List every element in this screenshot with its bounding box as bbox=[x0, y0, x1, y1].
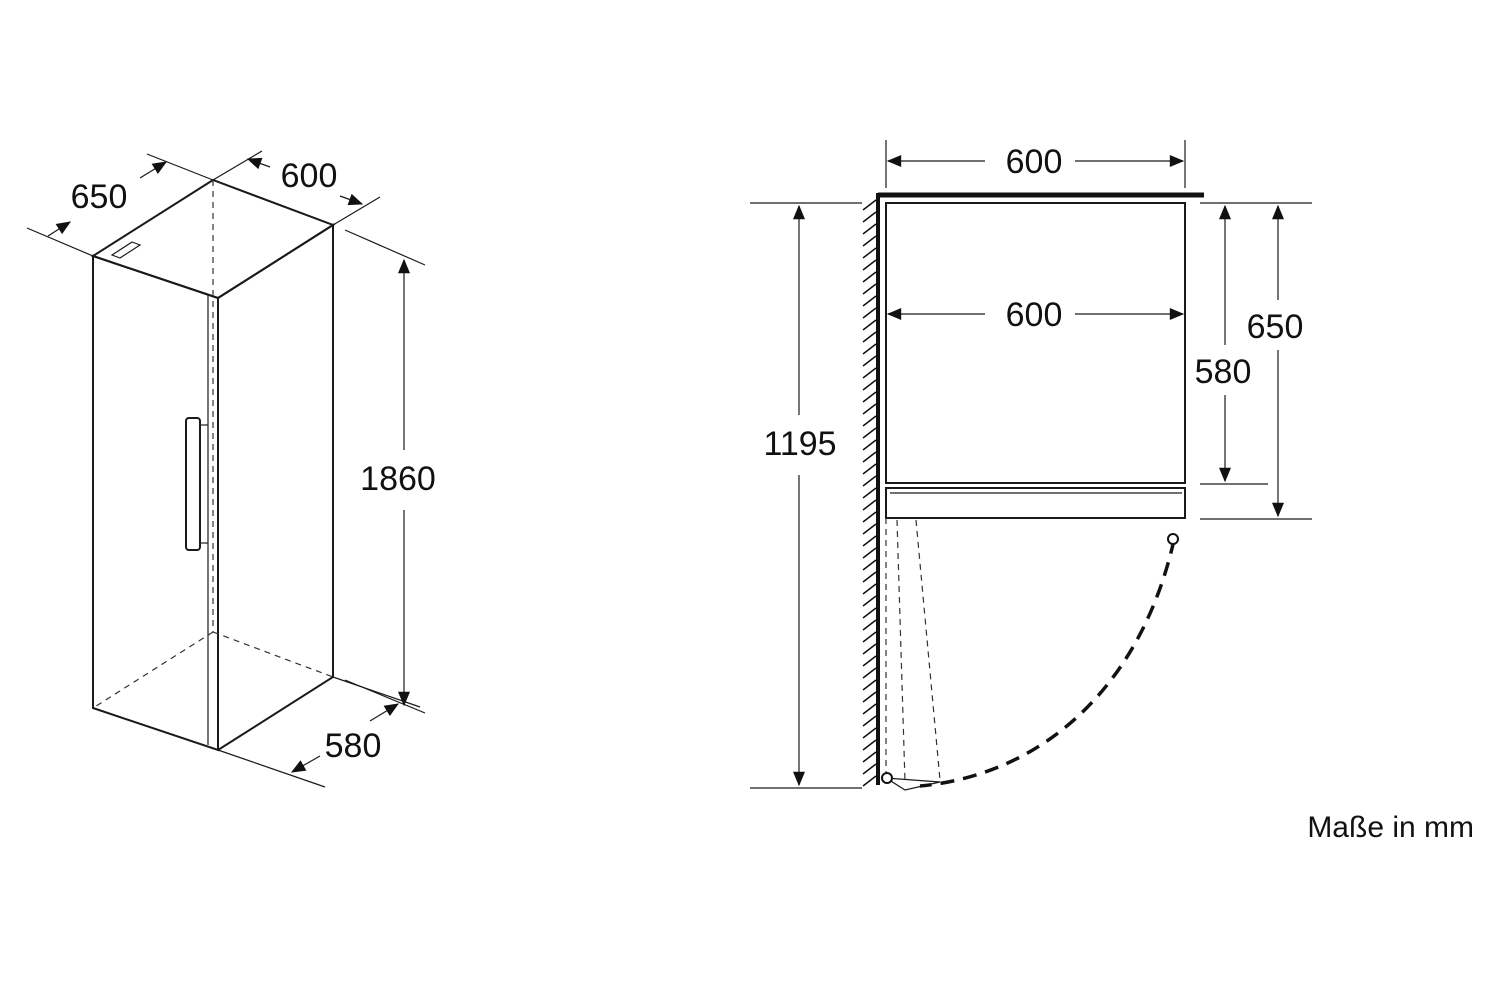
hatch-line bbox=[862, 739, 877, 751]
top-outer-width-label: 600 bbox=[1006, 143, 1063, 181]
hatch-line bbox=[862, 355, 877, 367]
hatch-line bbox=[862, 679, 877, 691]
hatch-line bbox=[862, 607, 877, 619]
door-open-position bbox=[885, 518, 941, 791]
hatch-line bbox=[862, 655, 877, 667]
iso-height-label: 1860 bbox=[360, 460, 436, 498]
iso-width-label: 600 bbox=[281, 157, 338, 195]
hatch-line bbox=[862, 319, 877, 331]
hatch-line bbox=[862, 535, 877, 547]
hatch-line bbox=[862, 451, 877, 463]
hatch-line bbox=[862, 211, 877, 223]
wall-hatching bbox=[862, 199, 877, 787]
hatch-line bbox=[862, 283, 877, 295]
body-depth-dimension bbox=[1200, 202, 1268, 485]
hatch-line bbox=[862, 667, 877, 679]
top-hinge bbox=[110, 241, 142, 259]
wall bbox=[862, 193, 880, 787]
hatch-line bbox=[862, 595, 877, 607]
hatch-line bbox=[862, 475, 877, 487]
iso-depth-dimension bbox=[26, 153, 214, 257]
hatch-line bbox=[862, 727, 877, 739]
hatch-line bbox=[862, 271, 877, 283]
hatch-line bbox=[862, 631, 877, 643]
hatch-line bbox=[862, 427, 877, 439]
top-outer-width-dimension bbox=[885, 140, 1186, 188]
hatch-line bbox=[862, 619, 877, 631]
hatch-line bbox=[862, 559, 877, 571]
door-closed-plan bbox=[885, 487, 1186, 519]
total-depth-label: 650 bbox=[1247, 308, 1304, 346]
hatch-line bbox=[862, 379, 877, 391]
hatch-line bbox=[862, 775, 877, 787]
hatch-line bbox=[862, 403, 877, 415]
iso-base-depth-dimension bbox=[217, 676, 421, 788]
hatch-line bbox=[862, 511, 877, 523]
door-handle[interactable] bbox=[185, 417, 201, 551]
hatch-line bbox=[862, 235, 877, 247]
hatch-line bbox=[862, 307, 877, 319]
hatch-line bbox=[862, 259, 877, 271]
hatch-line bbox=[862, 571, 877, 583]
isometric-fridge bbox=[90, 178, 336, 752]
top-inner-width-label: 600 bbox=[1006, 296, 1063, 334]
hatch-line bbox=[862, 295, 877, 307]
hatch-line bbox=[862, 715, 877, 727]
hatch-line bbox=[862, 223, 877, 235]
iso-base-depth-label: 580 bbox=[325, 727, 382, 765]
clearance-dimension bbox=[750, 202, 862, 789]
hatch-line bbox=[862, 199, 877, 211]
hatch-line bbox=[862, 391, 877, 403]
total-depth-dimension bbox=[1200, 202, 1312, 520]
fridge-side-face bbox=[217, 223, 334, 751]
hatch-line bbox=[862, 523, 877, 535]
hatch-line bbox=[862, 583, 877, 595]
hatch-line bbox=[862, 547, 877, 559]
door-hinge-right bbox=[1167, 533, 1179, 545]
hatch-line bbox=[862, 763, 877, 775]
hatch-line bbox=[862, 487, 877, 499]
iso-depth-label: 650 bbox=[71, 178, 128, 216]
hatch-line bbox=[862, 499, 877, 511]
door-swing-arc bbox=[919, 539, 1176, 788]
hatch-line bbox=[862, 691, 877, 703]
iso-width-dimension bbox=[212, 150, 381, 226]
hatch-line bbox=[862, 751, 877, 763]
hatch-line bbox=[862, 703, 877, 715]
hatch-line bbox=[862, 343, 877, 355]
hidden-edge-bottom-right bbox=[212, 631, 334, 678]
hatch-line bbox=[862, 415, 877, 427]
door-hinge-left bbox=[881, 772, 893, 784]
hatch-line bbox=[862, 247, 877, 259]
hatch-line bbox=[862, 463, 877, 475]
hidden-edge-bottom-left bbox=[92, 631, 214, 709]
clearance-label: 1195 bbox=[763, 425, 836, 463]
body-depth-label: 580 bbox=[1195, 353, 1252, 391]
hatch-line bbox=[862, 331, 877, 343]
units-note: Maße in mm bbox=[1307, 811, 1474, 844]
hatch-line bbox=[862, 439, 877, 451]
fridge-body-plan bbox=[885, 202, 1186, 484]
hatch-line bbox=[862, 367, 877, 379]
hatch-line bbox=[862, 643, 877, 655]
